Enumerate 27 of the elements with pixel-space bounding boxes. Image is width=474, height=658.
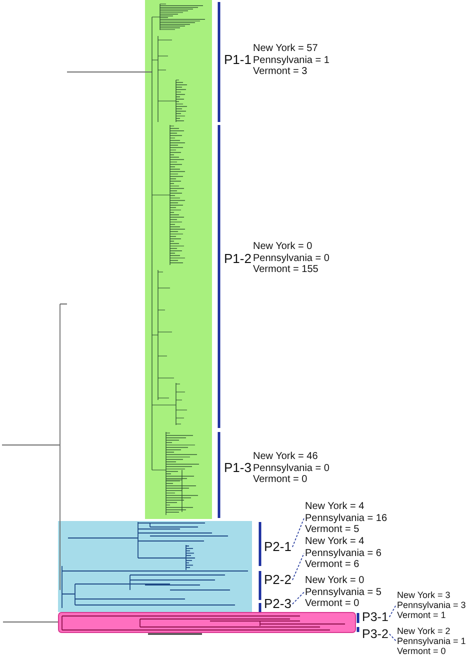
sample-counts: New York = 4 Pennsylvania = 16 Vermont = 5 [305,501,388,536]
sample-count: New York = 57 [253,43,318,54]
sample-counts: New York = 0 Pennsylvania = 5 Vermont = 0 [305,575,382,610]
sample-count: Pennsylvania = 1 [253,54,330,66]
sample-count: New York = 0 [253,241,312,252]
clade-label: P1-1 [224,52,252,68]
sample-count: Vermont = 3 [253,66,308,78]
sample-count: Pennsylvania = 0 [253,252,330,264]
sample-count: Vermont = 155 [253,264,318,276]
leader-line [292,552,304,580]
sample-counts: New York = 4 Pennsylvania = 6 Vermont = 6 [305,536,382,570]
clade-label: P2-2 [264,572,292,588]
clade-label: P1-2 [224,251,252,267]
sample-counts: New York = 2 Pennsylvania = 1 Vermont = 0 [397,626,466,656]
clade-label: P1-3 [224,460,252,476]
clade-label: P3-2 [362,626,388,642]
leader-line [292,518,304,548]
leader-line [292,592,304,604]
clade-label: P2-1 [264,539,292,555]
sample-count: Pennsylvania = 0 [253,462,330,474]
leader-line [388,604,396,618]
clade-label: P2-3 [264,596,292,612]
clade-label: P3-1 [362,609,388,625]
sample-count: Vermont = 0 [253,474,308,486]
sample-counts: New York = 3 Pennsylvania = 3 Vermont = 1 [397,590,466,620]
leader-line [388,634,396,642]
sample-count: New York = 46 [253,451,318,462]
